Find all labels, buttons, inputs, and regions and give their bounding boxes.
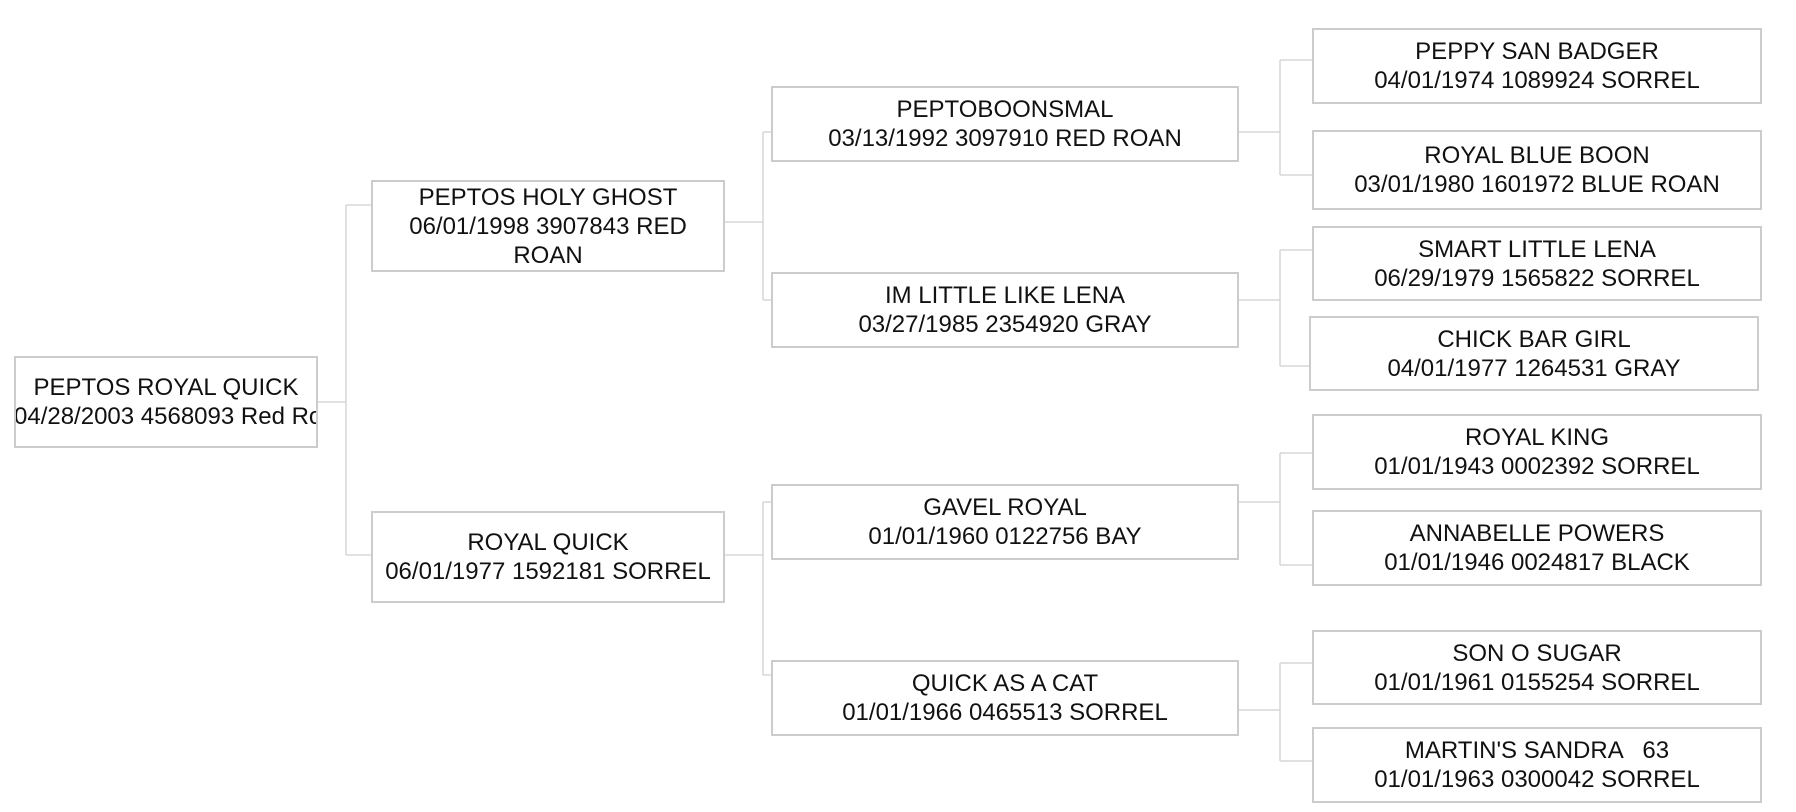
connector-sire-sire-parents [1239, 59, 1312, 176]
horse-info: 01/01/1943 0002392 SORREL [1374, 453, 1700, 480]
horse-name: PEPPY SAN BADGER [1415, 38, 1659, 65]
horse-name: ROYAL QUICK [467, 529, 629, 556]
horse-name: GAVEL ROYAL [923, 494, 1087, 521]
connector-sire-dam-parents [1239, 249, 1312, 367]
horse-info: 04/01/1974 1089924 SORREL [1374, 67, 1700, 94]
horse-info: 06/29/1979 1565822 SORREL [1374, 264, 1700, 292]
horse-dam-dam-dam: MARTIN'S SANDRA 63 01/01/1963 0300042 SO… [1312, 727, 1762, 803]
horse-info: 06/01/1977 1592181 SORREL [385, 558, 711, 585]
horse-sire-sire-sire: PEPPY SAN BADGER 04/01/1974 1089924 SORR… [1312, 28, 1762, 104]
connector-dam-parents [725, 501, 771, 676]
horse-name: SON O SUGAR [1452, 639, 1622, 667]
horse-name: QUICK AS A CAT [911, 670, 1099, 697]
horse-dam-sire: GAVEL ROYAL 01/01/1960 0122756 BAY [771, 484, 1239, 560]
horse-sire-sire-dam: ROYAL BLUE BOON 03/01/1980 1601972 BLUE … [1312, 130, 1762, 210]
horse-info: 04/01/1977 1264531 GRAY [1387, 354, 1681, 382]
horse-name: PEPTOS HOLY GHOST [418, 183, 678, 211]
horse-sire-dam: IM LITTLE LIKE LENA 03/27/1985 2354920 G… [771, 272, 1239, 348]
horse-info: 01/01/1960 0122756 BAY [868, 523, 1142, 550]
horse-dam-dam: QUICK AS A CAT 01/01/1966 0465513 SORREL [771, 660, 1239, 736]
horse-info: 03/13/1992 3097910 RED ROAN [828, 125, 1182, 152]
horse-info: 06/01/1998 3907843 RED ROAN [409, 212, 687, 269]
horse-dam-sire-sire: ROYAL KING 01/01/1943 0002392 SORREL [1312, 414, 1762, 490]
horse-name: CHICK BAR GIRL [1437, 325, 1631, 353]
connector-subject-parents [318, 204, 371, 556]
connector-dam-dam-parents [1239, 662, 1312, 762]
horse-name: MARTIN'S SANDRA 63 [1404, 737, 1670, 764]
horse-sire-dam-sire: SMART LITTLE LENA 06/29/1979 1565822 SOR… [1312, 226, 1762, 301]
horse-name: PEPTOBOONSMAL [896, 96, 1114, 123]
horse-info: 04/28/2003 4568093 Red Roan [14, 403, 318, 430]
horse-info: 03/01/1980 1601972 BLUE ROAN [1354, 171, 1720, 198]
horse-subject: PEPTOS ROYAL QUICK 04/28/2003 4568093 Re… [14, 356, 318, 448]
horse-dam: ROYAL QUICK 06/01/1977 1592181 SORREL [371, 511, 725, 603]
horse-sire-sire: PEPTOBOONSMAL 03/13/1992 3097910 RED ROA… [771, 86, 1239, 162]
horse-name: ANNABELLE POWERS [1409, 520, 1665, 547]
horse-info: 01/01/1963 0300042 SORREL [1374, 766, 1700, 793]
horse-name: IM LITTLE LIKE LENA [884, 282, 1126, 309]
horse-name: ROYAL KING [1464, 424, 1610, 451]
connector-dam-sire-parents [1239, 452, 1312, 566]
horse-dam-dam-sire: SON O SUGAR 01/01/1961 0155254 SORREL [1312, 630, 1762, 705]
horse-sire-dam-dam: CHICK BAR GIRL 04/01/1977 1264531 GRAY [1309, 316, 1759, 391]
horse-name: PEPTOS ROYAL QUICK [33, 374, 299, 401]
horse-info: 01/01/1961 0155254 SORREL [1374, 668, 1700, 696]
horse-name: ROYAL BLUE BOON [1424, 142, 1650, 169]
horse-info: 01/01/1946 0024817 BLACK [1384, 549, 1690, 576]
connector-sire-parents [725, 131, 771, 301]
horse-name: SMART LITTLE LENA [1418, 235, 1656, 263]
horse-dam-sire-dam: ANNABELLE POWERS 01/01/1946 0024817 BLAC… [1312, 510, 1762, 586]
horse-sire: PEPTOS HOLY GHOST 06/01/1998 3907843 RED… [371, 180, 725, 272]
horse-info: 01/01/1966 0465513 SORREL [842, 699, 1168, 726]
horse-info: 03/27/1985 2354920 GRAY [858, 311, 1152, 338]
